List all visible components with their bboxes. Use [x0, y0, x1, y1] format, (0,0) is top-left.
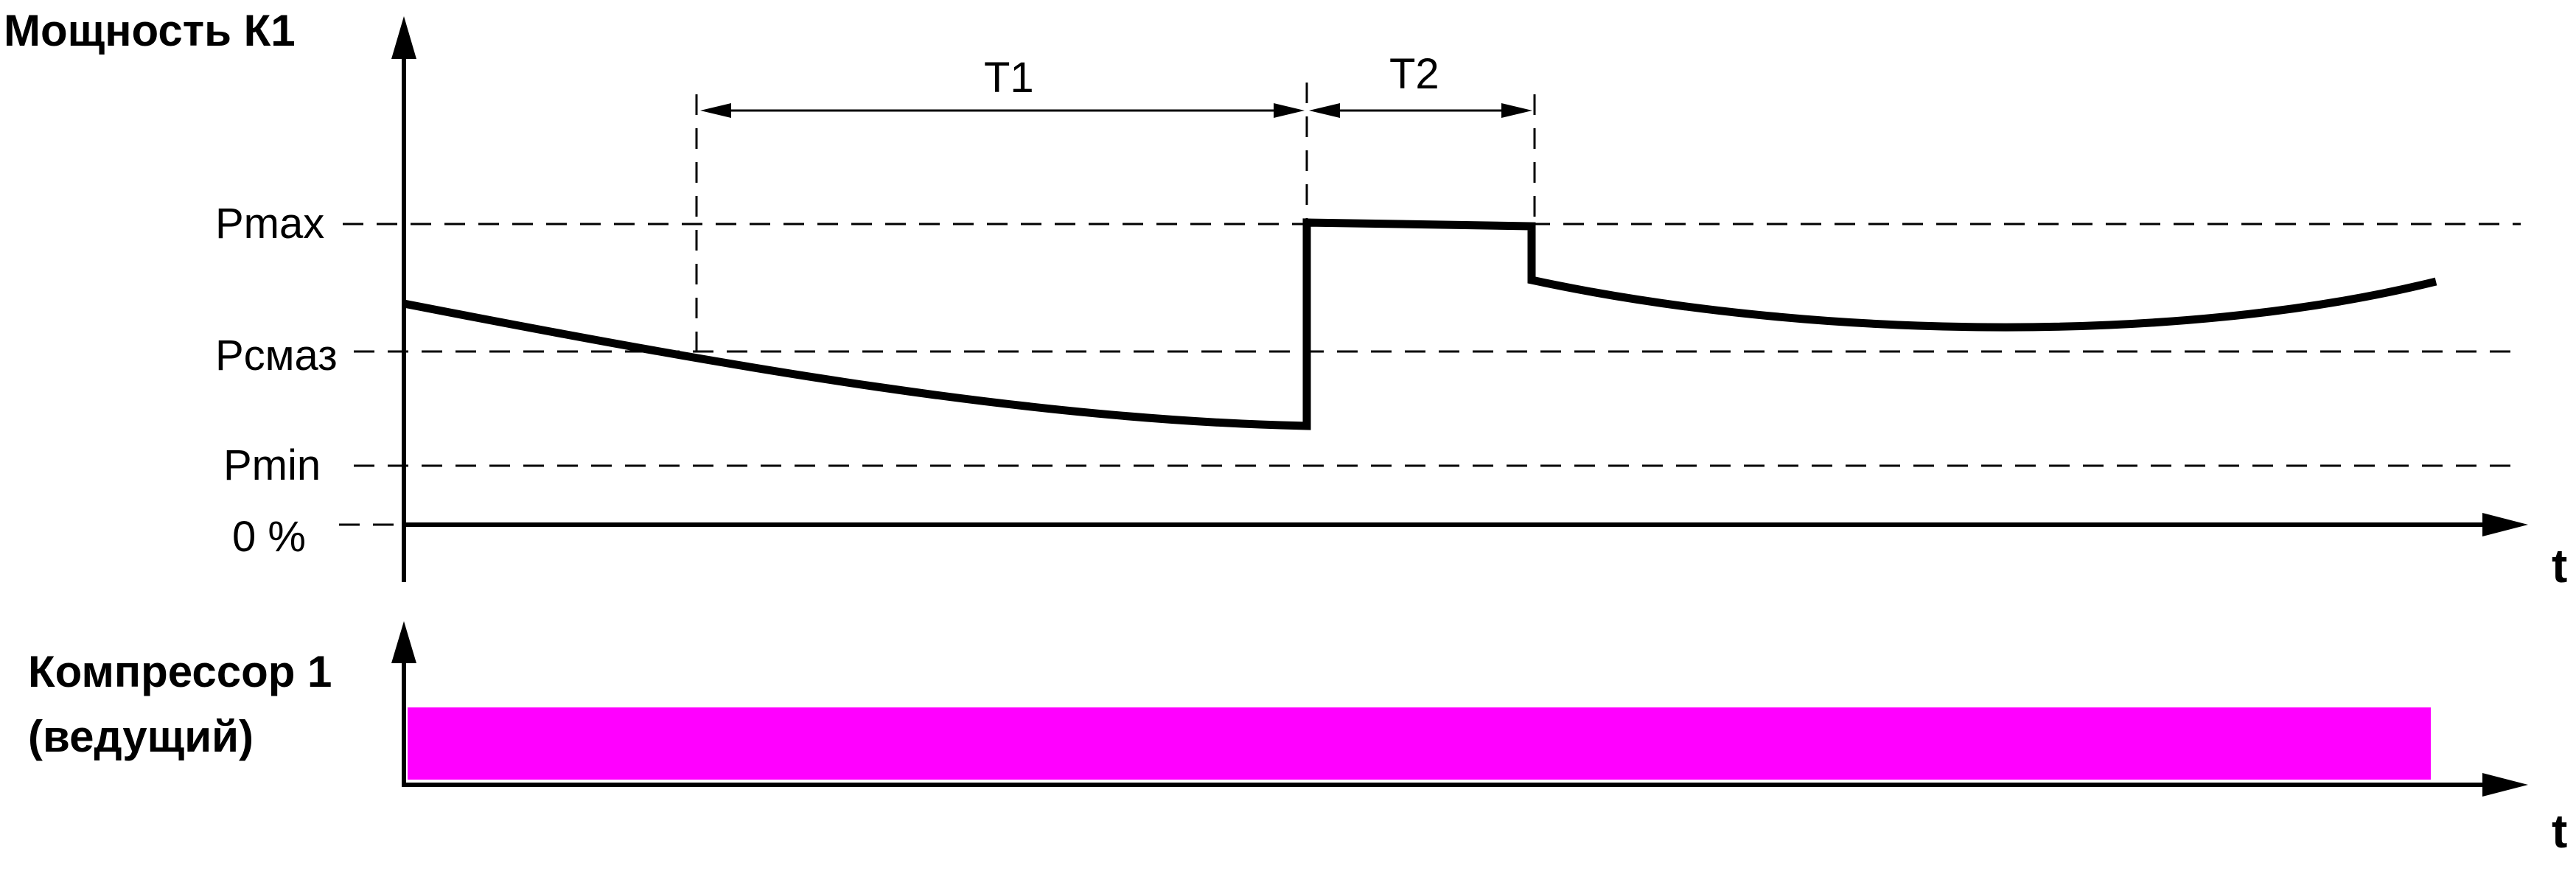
compressor-x-axis-label: t	[2552, 805, 2567, 858]
t2-left-arrow	[1309, 103, 1340, 118]
compressor-title-line1: Компрессор 1	[28, 647, 332, 696]
t1-right-arrow	[1274, 103, 1305, 118]
power-x-axis-arrow	[2482, 513, 2528, 536]
pmax-label: Pmax	[215, 200, 324, 248]
compressor-title-line2: (ведущий)	[28, 712, 254, 761]
power-x-axis-label: t	[2552, 539, 2567, 592]
compressor-x-axis-arrow	[2482, 773, 2528, 797]
t2-right-arrow	[1501, 103, 1532, 118]
zero-percent-label: 0 %	[232, 513, 306, 561]
power-axis-title: Мощность К1	[4, 6, 296, 55]
pmin-label: Pmin	[223, 441, 321, 489]
compressor-y-axis-arrow	[391, 621, 416, 663]
compressor-running-bar	[408, 707, 2431, 780]
power-chart: Мощность К1 Pmax Pсмаз Pmin 0 % T1 T2 t	[4, 6, 2567, 592]
t2-label: T2	[1389, 50, 1439, 98]
t1-label: T1	[984, 54, 1034, 102]
t1-left-arrow	[700, 103, 731, 118]
power-y-axis-arrow	[391, 16, 416, 59]
power-curve	[402, 218, 2437, 430]
psmaz-label: Pсмаз	[215, 332, 338, 379]
compressor-chart: Компрессор 1 (ведущий) t	[28, 621, 2567, 858]
